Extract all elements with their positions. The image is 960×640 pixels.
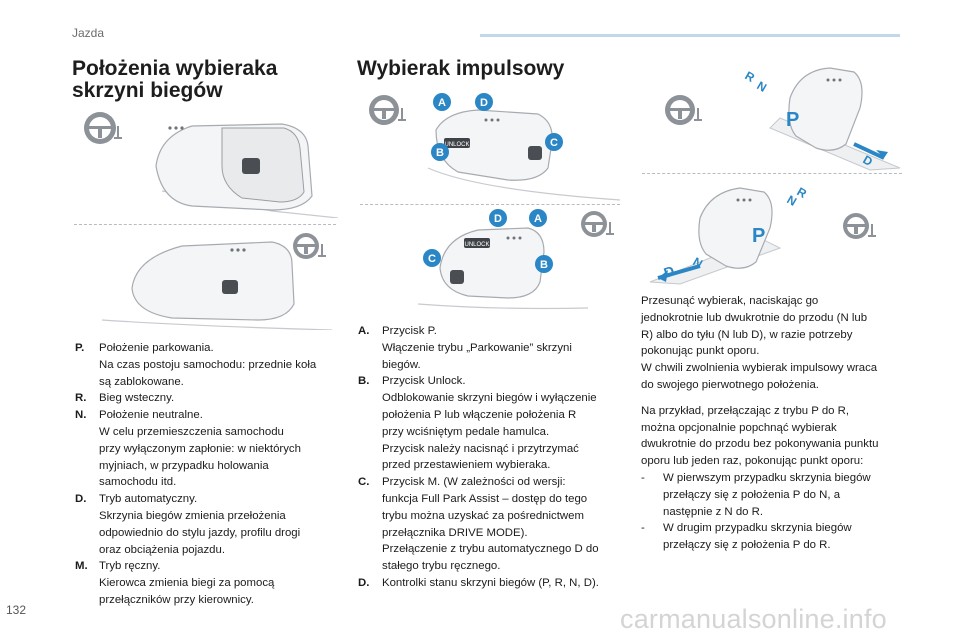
position-legend: P.Położenie parkowania.Na czas postoju s… <box>75 340 337 609</box>
steering-wheel-icon <box>843 213 876 239</box>
legend-item-b: B.Przycisk Unlock.Odblokowanie skrzyni b… <box>358 375 597 472</box>
legend-item-c: C.Przycisk M. (W zależności od wersji:fu… <box>358 476 599 573</box>
steering-wheel-icon <box>293 233 326 259</box>
legend-item-m: M.Tryb ręczny.Kierowca zmienia biegi za … <box>75 560 275 606</box>
callout-b: B <box>431 143 449 161</box>
callout-b: B <box>535 255 553 273</box>
callout-c: C <box>545 133 563 151</box>
legend-item-p: P.Położenie parkowania.Na czas postoju s… <box>75 342 317 388</box>
svg-text:C: C <box>550 137 558 149</box>
legend-item-d: D.Kontrolki stanu skrzyni biegów (P, R, … <box>358 576 599 589</box>
callout-a: A <box>433 93 451 111</box>
section-tag: Jazda <box>72 26 105 40</box>
unlock-label: UNLOCK <box>444 142 469 148</box>
header-rule <box>480 34 900 37</box>
callout-a: A <box>529 209 547 227</box>
unlock-label: UNLOCK <box>464 242 489 248</box>
svg-text:A: A <box>438 97 446 109</box>
selector-illustration-top <box>84 112 338 218</box>
callout-c: C <box>423 249 441 267</box>
impulse-selector-illustration-bottom: UNLOCK D A C B <box>417 209 614 310</box>
svg-text:A: A <box>534 213 542 225</box>
steering-wheel-icon <box>369 95 406 125</box>
impulse-selector-illustration-top: UNLOCK A D C B <box>369 93 620 201</box>
page-number: 132 <box>6 603 27 617</box>
watermark: carmanualsonline.info <box>620 604 887 634</box>
section-title-impulse-selector: Wybierak impulsowy <box>357 57 565 80</box>
label-p: P <box>786 109 799 131</box>
svg-text:C: C <box>428 253 436 265</box>
steering-wheel-icon <box>665 95 702 125</box>
label-r: R <box>743 68 758 85</box>
svg-text:B: B <box>436 147 444 159</box>
divider-dashed <box>360 204 620 205</box>
svg-text:D: D <box>494 213 502 225</box>
selector-movement-illustration-top: P R N D <box>665 67 901 171</box>
steering-wheel-icon <box>581 211 614 237</box>
legend-item-a: A.Przycisk P.Włączenie trybu „Parkowanie… <box>358 325 572 371</box>
legend-item-d: D.Tryb automatyczny.Skrzynia biegów zmie… <box>75 493 301 556</box>
button-legend: A.Przycisk P.Włączenie trybu „Parkowanie… <box>358 323 628 592</box>
legend-item-n: N.Położenie neutralne.W celu przemieszcz… <box>75 409 301 489</box>
label-n: N <box>755 78 770 94</box>
label-p: P <box>752 225 765 247</box>
svg-text:D: D <box>480 97 488 109</box>
selector-movement-illustration-bottom: P R N N D <box>649 184 876 285</box>
callout-d: D <box>475 93 493 111</box>
steering-wheel-icon <box>84 112 122 144</box>
callout-d: D <box>489 209 507 227</box>
section-title-positions: Położenia wybieraka skrzyni biegów <box>72 57 278 102</box>
label-n: N <box>785 192 800 208</box>
example-paragraph: Na przykład, przełączając z trybu P do R… <box>641 404 879 468</box>
selector-illustration-bottom <box>101 233 333 330</box>
divider-dashed <box>642 173 902 174</box>
legend-item-r: R.Bieg wsteczny. <box>75 392 175 405</box>
svg-text:B: B <box>540 259 548 271</box>
divider-dashed <box>74 224 336 225</box>
